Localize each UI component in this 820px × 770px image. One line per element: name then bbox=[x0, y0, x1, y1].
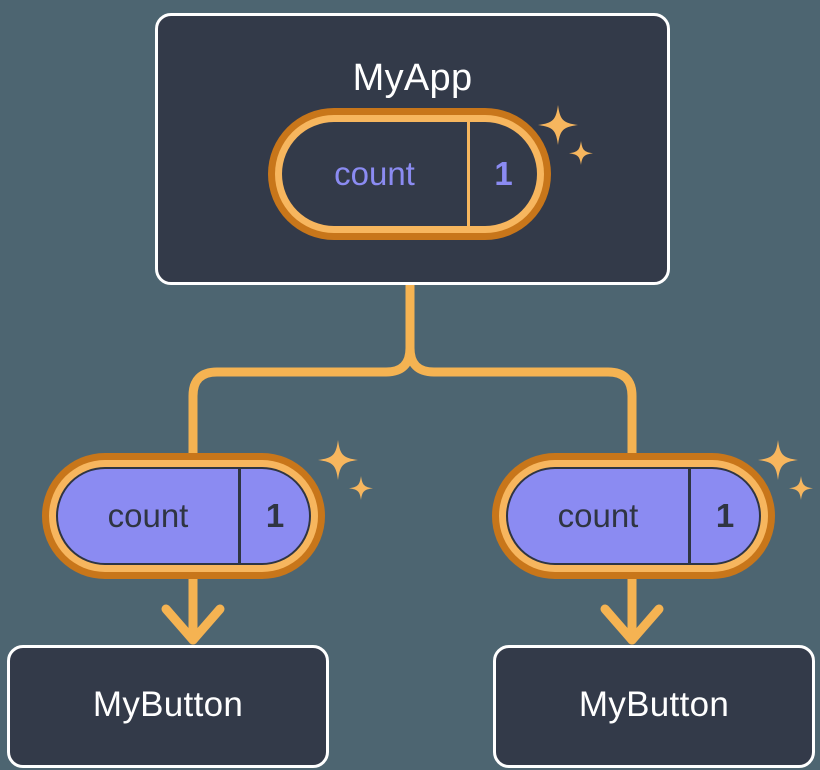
edge-app-to-left-child bbox=[188, 281, 415, 460]
state-pill-child-right-value: 1 bbox=[715, 497, 735, 534]
state-pill-app-value: 1 bbox=[494, 155, 513, 192]
edge-app-to-right-child bbox=[405, 281, 637, 460]
state-pill-child-left[interactable]: count 1 bbox=[42, 453, 325, 579]
state-pill-child-left-key: count bbox=[107, 497, 189, 534]
state-pill-child-left-divider bbox=[238, 469, 241, 563]
state-pill-child-left-inner: count 1 bbox=[56, 467, 311, 565]
state-pill-app-key: count bbox=[334, 155, 415, 192]
app-component-title: MyApp bbox=[352, 57, 473, 99]
button-component-box-right[interactable]: MyButton bbox=[493, 645, 815, 768]
sparkles-child-left-icon bbox=[318, 440, 373, 500]
state-pill-child-right-divider bbox=[688, 469, 691, 563]
state-pill-child-left-ring: count 1 bbox=[49, 460, 318, 572]
button-component-title-left: MyButton bbox=[92, 685, 244, 724]
state-pill-app[interactable]: count 1 bbox=[268, 108, 551, 240]
edge-right-child-to-button bbox=[600, 570, 664, 645]
sparkles-child-right-icon bbox=[758, 440, 813, 500]
state-pill-child-right-key: count bbox=[557, 497, 639, 534]
button-component-title-right: MyButton bbox=[578, 685, 730, 724]
button-component-box-left[interactable]: MyButton bbox=[7, 645, 329, 768]
state-pill-app-inner: count 1 bbox=[282, 122, 537, 226]
state-pill-child-right[interactable]: count 1 bbox=[492, 453, 775, 579]
state-pill-child-right-inner: count 1 bbox=[506, 467, 761, 565]
edge-left-child-to-button bbox=[161, 570, 225, 645]
state-pill-child-left-value: 1 bbox=[265, 497, 285, 534]
state-pill-app-ring: count 1 bbox=[275, 115, 544, 233]
state-pill-child-right-ring: count 1 bbox=[499, 460, 768, 572]
sparkles-app-icon bbox=[538, 105, 593, 165]
state-pill-app-divider bbox=[467, 122, 470, 226]
